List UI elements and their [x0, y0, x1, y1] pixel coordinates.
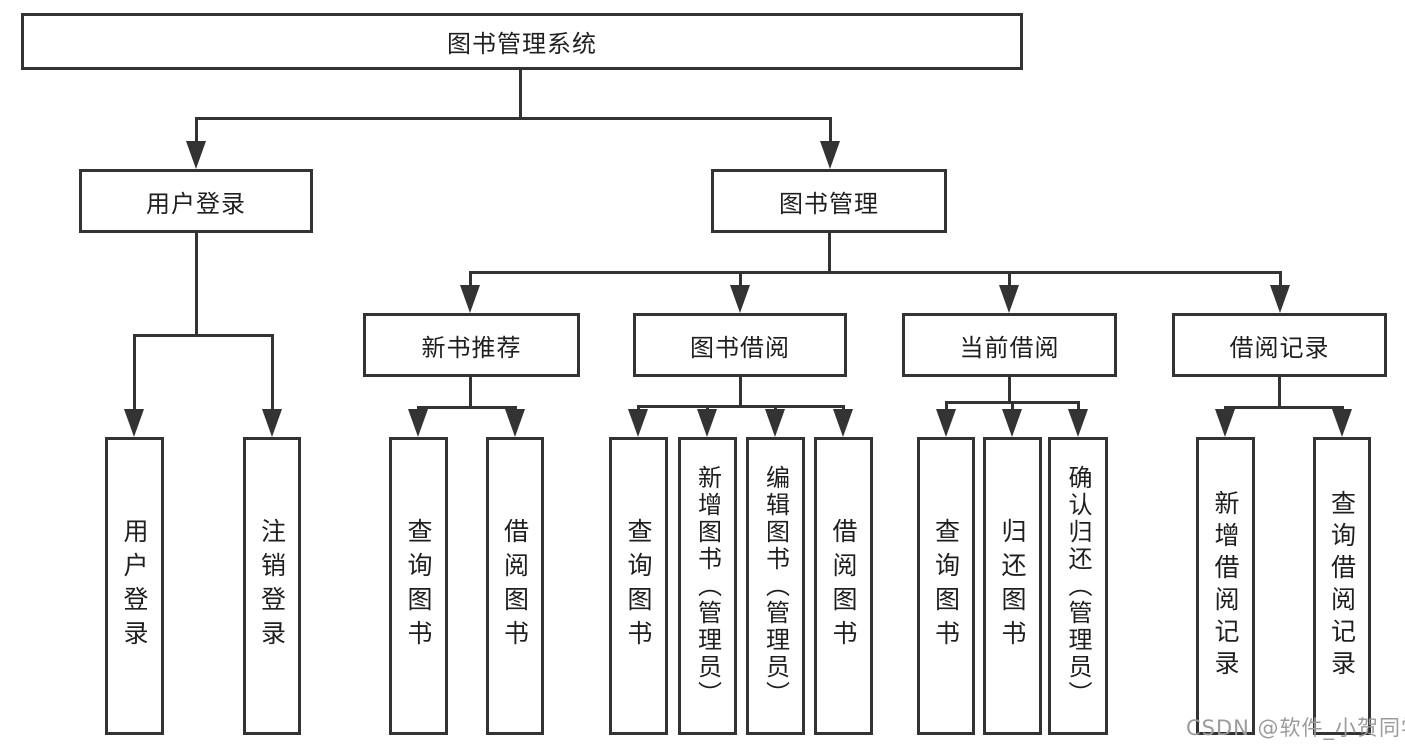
connector-recommend-drop — [469, 271, 472, 287]
leaf-add-borrow-record: 新增借阅记录 — [1196, 437, 1255, 735]
arrowhead-recommend — [460, 285, 480, 313]
connector-cur-query-drop — [945, 401, 948, 412]
connector-root-stem — [519, 70, 522, 120]
arrowhead-records — [1270, 285, 1290, 313]
connector-recommend-bar — [417, 406, 517, 409]
connector-records-bar — [1224, 406, 1343, 409]
connector-userlogin-bar — [133, 334, 274, 337]
connector-cur-confirm-drop — [1077, 401, 1080, 412]
leaf-query-books-borrowing: 查询图书 — [609, 437, 668, 735]
connector-bookmgmt-stem — [828, 233, 831, 274]
arrowhead-cur-return — [1002, 409, 1022, 437]
leaf-edit-books-admin: 编辑图书（管理员） — [746, 437, 805, 735]
arrowhead-bor-borrow — [833, 409, 853, 437]
leaf-confirm-return-admin: 确认归还（管理员） — [1048, 437, 1108, 735]
node-current-borrowing: 当前借阅 — [902, 313, 1117, 377]
connector-current-drop — [1008, 271, 1011, 287]
leaf-add-books-admin: 新增图书（管理员） — [678, 437, 737, 735]
node-book-borrowing: 图书借阅 — [633, 313, 847, 377]
connector-bor-borrow-drop — [842, 405, 845, 412]
arrowhead-bor-edit — [765, 409, 785, 437]
connector-borrowing-drop — [739, 271, 742, 287]
arrowhead-rec-query — [408, 409, 428, 437]
arrowhead-user-login — [186, 141, 206, 169]
csdn-watermark: CSDN @软件_小贺同学 — [1186, 716, 1405, 740]
connector-records-drop — [1279, 271, 1282, 287]
arrowhead-rec-add — [1215, 409, 1235, 437]
arrowhead-leaf-logout — [262, 409, 282, 437]
connector-root-bar — [195, 117, 831, 120]
arrowhead-bor-query — [628, 409, 648, 437]
connector-recommend-stem — [469, 377, 472, 409]
connector-records-stem — [1278, 377, 1281, 409]
connector-bor-query-drop — [637, 405, 640, 412]
node-new-book-recommend: 新书推荐 — [363, 313, 580, 377]
leaf-query-books-current: 查询图书 — [917, 437, 975, 735]
arrowhead-cur-query — [936, 409, 956, 437]
node-book-management: 图书管理 — [711, 169, 947, 233]
connector-bor-add-drop — [706, 405, 709, 412]
arrowhead-leaf-login — [124, 409, 144, 437]
leaf-logout: 注销登录 — [243, 437, 301, 735]
connector-cur-return-drop — [1011, 401, 1014, 412]
connector-bor-edit-drop — [774, 405, 777, 412]
arrowhead-rec-borrow — [505, 409, 525, 437]
connector-leaf-logout-drop — [271, 334, 274, 411]
arrowhead-rec-query2 — [1332, 409, 1352, 437]
connector-borrowing-bar — [637, 405, 845, 408]
arrowhead-cur-confirm — [1068, 409, 1088, 437]
connector-userlogin-stem — [195, 233, 198, 337]
node-root: 图书管理系统 — [21, 13, 1023, 70]
connector-current-stem — [1008, 377, 1011, 404]
leaf-borrow-books-recommend: 借阅图书 — [486, 437, 544, 735]
leaf-return-books: 归还图书 — [983, 437, 1042, 735]
connector-leaf-login-drop — [133, 334, 136, 411]
connector-bookmgmt-bar — [469, 271, 1281, 274]
connector-user-login-drop — [195, 117, 198, 143]
arrowhead-current — [999, 285, 1019, 313]
leaf-user-login: 用户登录 — [105, 437, 164, 735]
arrowhead-borrowing — [730, 285, 750, 313]
leaf-query-books-recommend: 查询图书 — [389, 437, 448, 735]
arrowhead-bor-add — [697, 409, 717, 437]
leaf-query-borrow-record: 查询借阅记录 — [1313, 437, 1371, 735]
node-user-login: 用户登录 — [79, 169, 313, 233]
leaf-borrow-books: 借阅图书 — [814, 437, 873, 735]
connector-book-mgmt-drop — [829, 117, 832, 143]
connector-borrowing-stem — [739, 377, 742, 408]
arrowhead-book-mgmt — [820, 141, 840, 169]
node-borrowing-records: 借阅记录 — [1172, 313, 1387, 377]
